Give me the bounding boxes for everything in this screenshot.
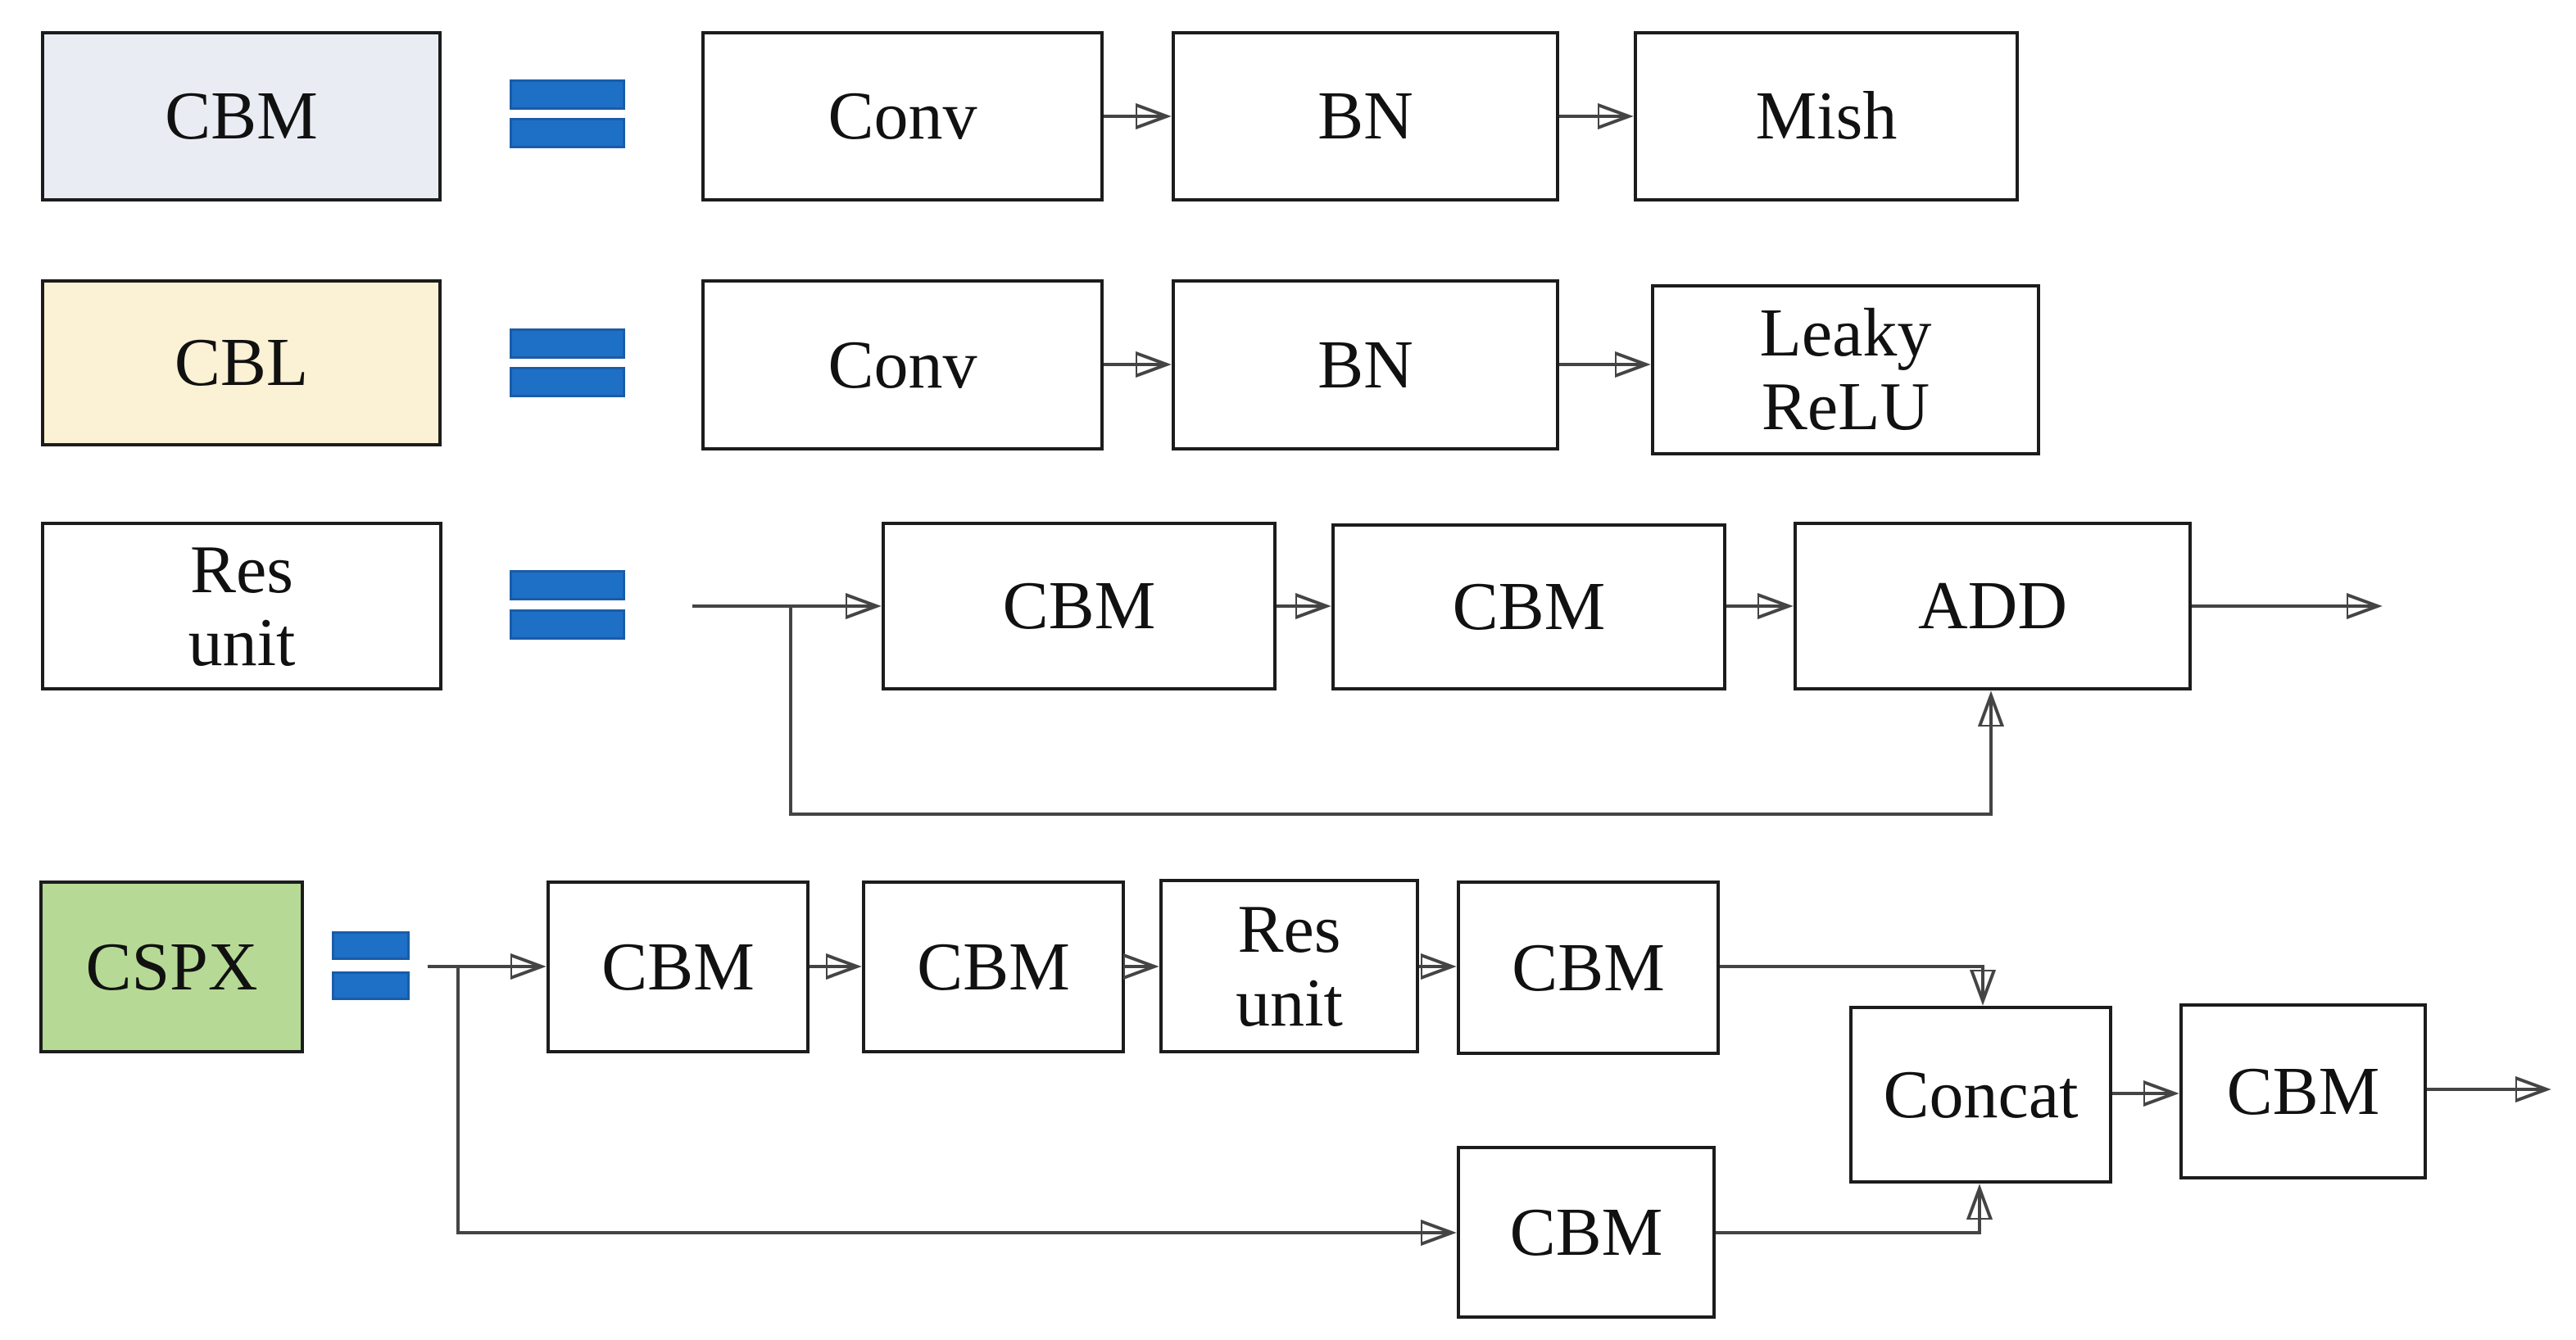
connector-cbm3-concat-top <box>1720 965 1983 999</box>
equals-bar <box>510 118 625 148</box>
process-box-cbm1-row4: CBM <box>546 881 810 1053</box>
equals-bar <box>510 79 625 110</box>
process-box-mish-row1: Mish <box>1634 31 2019 201</box>
process-box-bn-row2: BN <box>1172 279 1559 450</box>
process-box-add: ADD <box>1794 522 2192 690</box>
equals-bar <box>510 570 625 600</box>
process-box-leaky-relu: Leaky ReLU <box>1651 284 2040 455</box>
equals-icon-row4 <box>332 931 410 1000</box>
connector-cspx-shortcut <box>456 968 1450 1233</box>
equals-bar <box>510 367 625 397</box>
process-box-cbm-shortcut: CBM <box>1457 1146 1716 1319</box>
process-box-cbm3-row4: CBM <box>1457 881 1720 1055</box>
equals-bar <box>510 609 625 640</box>
equals-icon-row2 <box>510 328 625 398</box>
process-box-bn-row1: BN <box>1172 31 1559 201</box>
equals-icon-row3 <box>510 570 625 641</box>
process-box-cbm2-row3: CBM <box>1331 523 1726 690</box>
process-box-cbm4-row4: CBM <box>2179 1003 2427 1179</box>
legend-box-cspx: CSPX <box>39 881 304 1053</box>
process-box-cbm2-row4: CBM <box>862 881 1125 1053</box>
process-box-conv-row2: Conv <box>701 279 1104 450</box>
connector-resunit-skip <box>789 608 1991 816</box>
process-box-res-unit-row4: Res unit <box>1159 879 1419 1053</box>
equals-bar <box>332 931 410 960</box>
equals-bar <box>510 328 625 359</box>
legend-box-cbm: CBM <box>41 31 442 201</box>
process-box-cbm1-row3: CBM <box>882 522 1277 690</box>
connector-shortcutcbm-concat-bottom <box>1716 1190 1980 1234</box>
legend-box-res-unit: Res unit <box>41 522 442 690</box>
legend-box-cbl: CBL <box>41 279 442 446</box>
equals-bar <box>332 971 410 1000</box>
process-box-conv-row1: Conv <box>701 31 1104 201</box>
process-box-concat: Concat <box>1849 1006 2112 1184</box>
equals-icon-row1 <box>510 79 625 149</box>
